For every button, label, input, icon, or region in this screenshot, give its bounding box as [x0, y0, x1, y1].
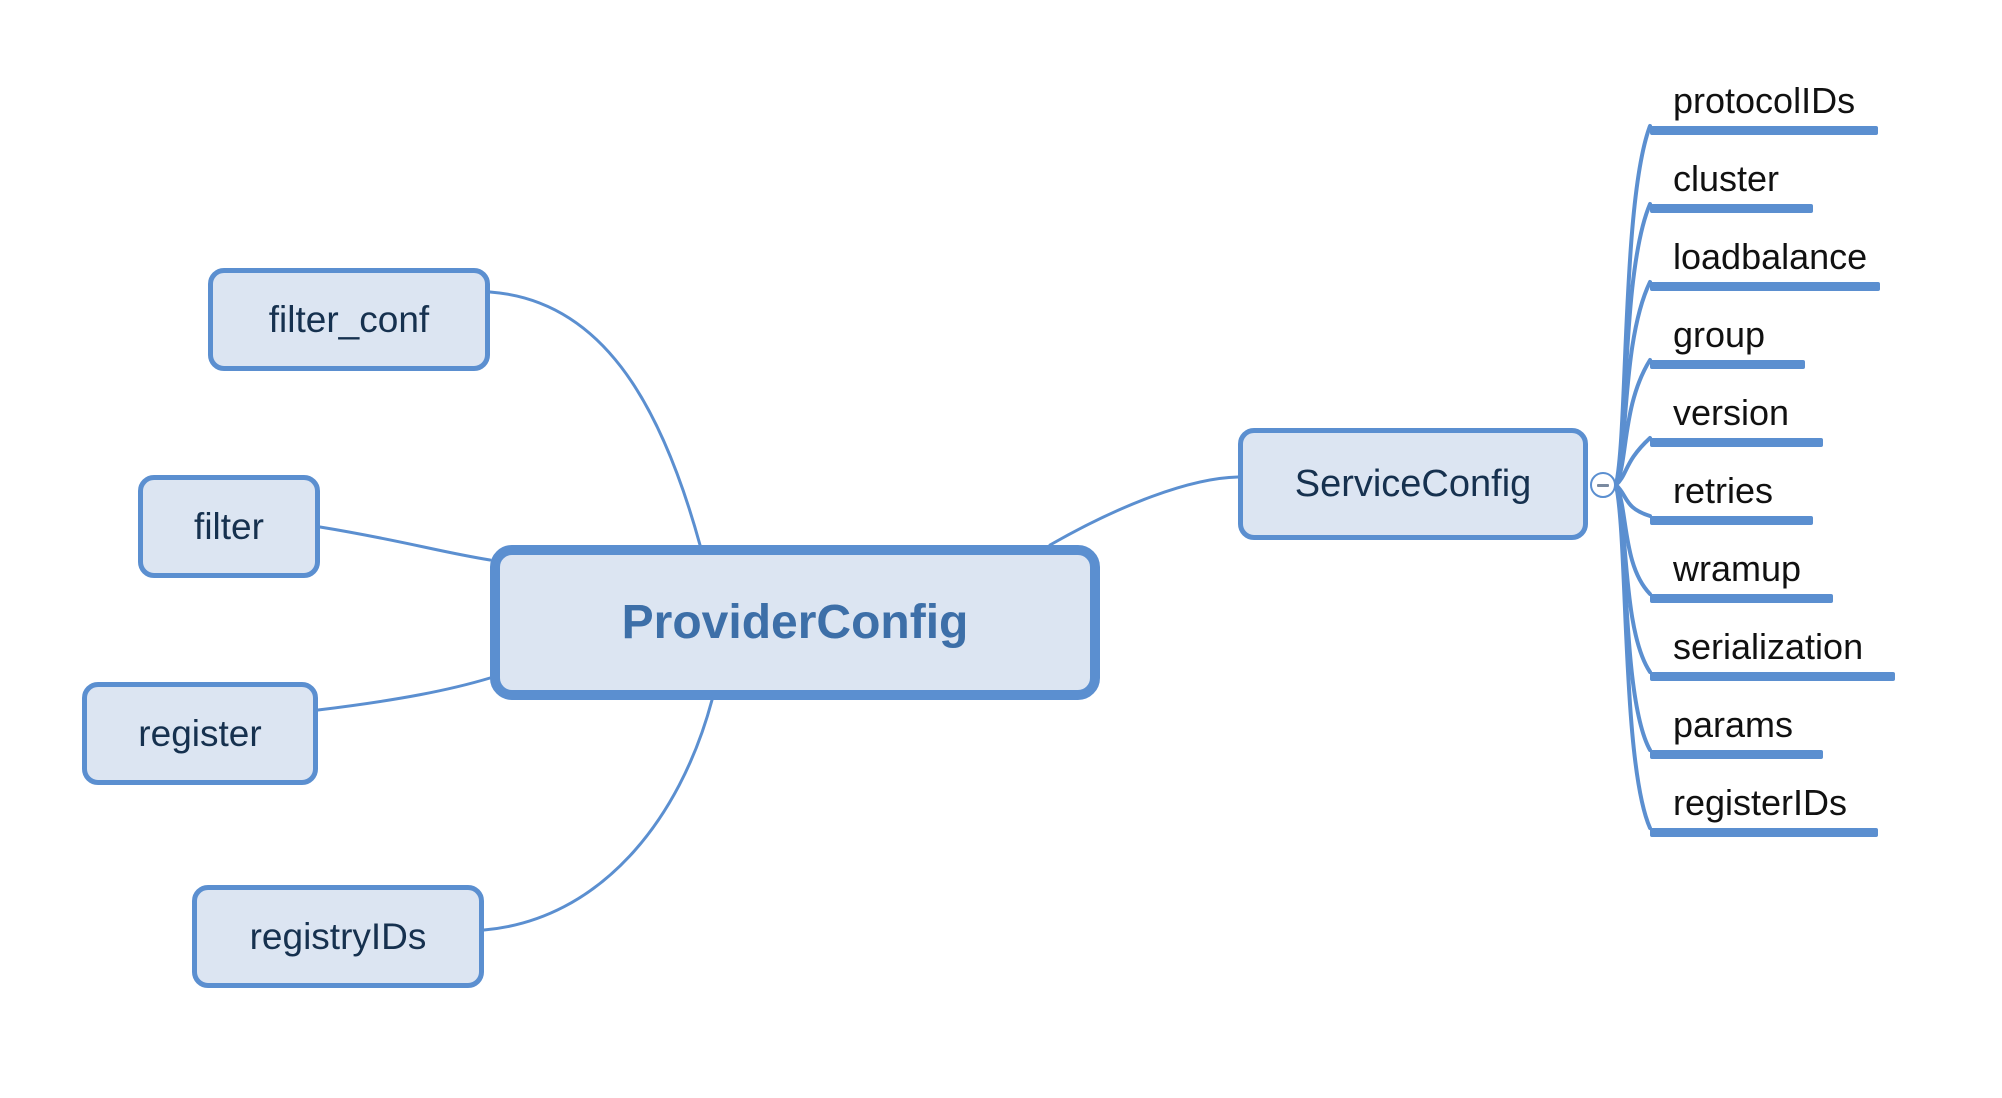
leaf-node-registerIDs[interactable]: registerIDs [1650, 767, 1888, 837]
child-node-registryIDs-label: registryIDs [249, 915, 427, 957]
leaf-underline-bar [1650, 282, 1880, 291]
leaf-label: protocolIDs [1673, 80, 1856, 121]
edge-filter-conf-to-root [488, 290, 702, 547]
leaf-underline-bar [1650, 672, 1895, 681]
leaf-label: retries [1673, 470, 1774, 511]
edge-root-to-service [1048, 475, 1240, 547]
leaf-label: loadbalance [1673, 236, 1868, 277]
child-node-filter-conf[interactable]: filter_conf [208, 268, 490, 371]
leaf-node-protocolIDs[interactable]: protocolIDs [1650, 65, 1888, 135]
edge-service-to-wramup [1614, 483, 1652, 596]
branch-node-service-config-label: ServiceConfig [1294, 462, 1532, 505]
leaf-node-group[interactable]: group [1650, 299, 1815, 369]
root-node-label: ProviderConfig [621, 596, 969, 649]
leaf-label: params [1673, 704, 1794, 745]
root-node[interactable]: ProviderConfig [490, 545, 1100, 700]
edge-service-to-protocolIDs [1614, 124, 1652, 487]
leaf-underline-bar [1650, 204, 1813, 213]
child-node-filter-conf-label: filter_conf [268, 298, 430, 340]
child-node-filter[interactable]: filter [138, 475, 320, 578]
leaf-node-version[interactable]: version [1650, 377, 1833, 447]
child-node-filter-label: filter [194, 505, 264, 547]
leaf-underline-bar [1650, 438, 1823, 447]
edge-service-to-serialization [1614, 483, 1652, 674]
leaf-label: version [1673, 392, 1790, 433]
leaf-node-serialization[interactable]: serialization [1650, 611, 1905, 681]
leaf-underline-bar [1650, 828, 1878, 837]
leaf-label: group [1673, 314, 1766, 355]
leaf-label: registerIDs [1673, 782, 1848, 823]
child-node-register[interactable]: register [82, 682, 318, 785]
leaf-label: wramup [1673, 548, 1802, 589]
child-node-registryIDs[interactable]: registryIDs [192, 885, 484, 988]
branch-node-service-config[interactable]: ServiceConfig [1238, 428, 1588, 540]
edge-service-to-params [1614, 483, 1652, 752]
edge-service-to-loadbalance [1614, 280, 1652, 487]
leaf-underline-bar [1650, 360, 1805, 369]
edge-registry-ids-to-root [482, 698, 714, 932]
collapse-toggle-icon[interactable] [1590, 472, 1616, 498]
leaf-node-loadbalance[interactable]: loadbalance [1650, 221, 1890, 291]
leaf-underline-bar [1650, 516, 1813, 525]
edge-service-to-group [1614, 358, 1652, 487]
edge-service-to-cluster [1614, 202, 1652, 487]
edge-service-to-version [1614, 436, 1652, 487]
leaf-underline-bar [1650, 126, 1878, 135]
leaf-label: cluster [1673, 158, 1780, 199]
leaf-node-cluster[interactable]: cluster [1650, 143, 1823, 213]
leaf-node-retries[interactable]: retries [1650, 455, 1823, 525]
edge-service-to-retries [1614, 483, 1652, 518]
edge-service-to-registerIDs [1614, 483, 1652, 830]
leaf-underline-bar [1650, 750, 1823, 759]
leaf-node-wramup[interactable]: wramup [1650, 533, 1843, 603]
child-node-register-label: register [138, 712, 262, 754]
edge-filter-to-root [318, 525, 492, 562]
leaf-underline-bar [1650, 594, 1833, 603]
leaf-label: serialization [1673, 626, 1864, 667]
edge-register-to-root [316, 676, 492, 712]
leaf-node-params[interactable]: params [1650, 689, 1833, 759]
